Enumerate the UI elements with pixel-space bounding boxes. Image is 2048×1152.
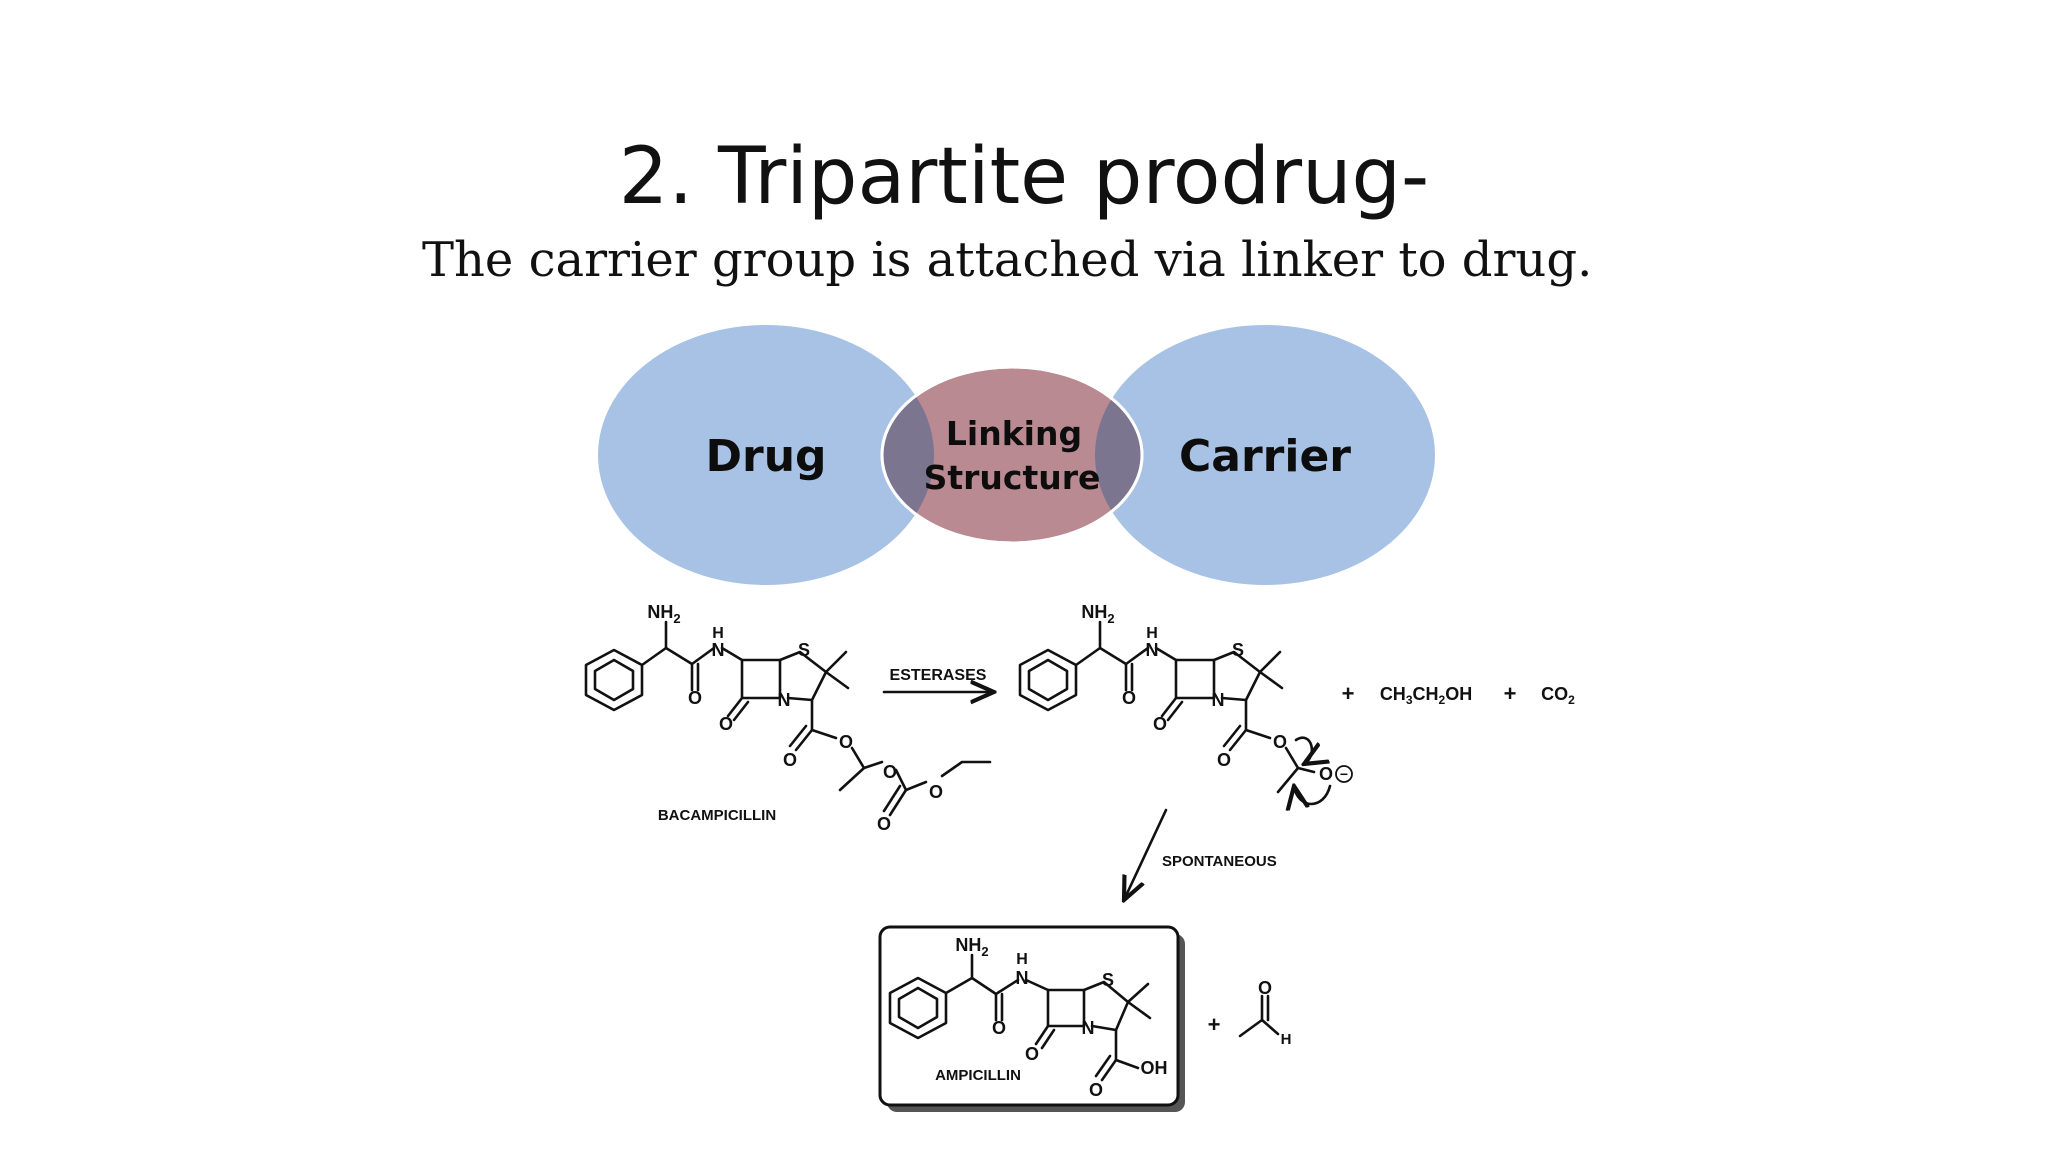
co2: CO2 [1541,684,1575,707]
intermediate-structure: NH2 H N O S N O O O O − + CH3CH2OH + CO2 [1018,602,1575,804]
amp-nh2: NH2 [955,935,988,959]
bacampicillin-structure: NH2 H N O S N O O O O O O BACAMPICILLIN [584,602,992,834]
ampicillin-box: NH2 H N O S N O O OH AMPICILLIN [878,925,1185,1112]
int-negative-charge: − [1340,766,1348,782]
drug-ellipse [598,325,934,585]
linker-outline [880,365,1144,545]
int-nh2: NH2 [1081,602,1114,626]
bacampicillin-label: BACAMPICILLIN [658,807,776,824]
int-o-lactam: O [1153,714,1167,734]
acetaldehyde-structure: + O H [1208,978,1292,1048]
amp-h: H [1016,951,1028,968]
plus-2: + [1504,681,1517,706]
amp-o-lactam: O [1025,1044,1039,1064]
amp-o-acid: O [1089,1080,1103,1100]
int-n-ring: N [1212,690,1225,710]
linker-label-line1: Linking [946,414,1082,453]
bac-n-amide: N [712,640,725,660]
spontaneous-label: SPONTANEOUS [1162,853,1277,870]
int-o-anion: O [1319,764,1333,784]
ethanol: CH3CH2OH [1380,684,1472,707]
box-frame [878,925,1180,1107]
bac-nh2: NH2 [647,602,680,626]
bac-o-amide: O [688,688,702,708]
spontaneous-arrow: SPONTANEOUS [1124,808,1277,900]
int-o-ester1: O [1217,750,1231,770]
carrier-label: Carrier [1179,431,1351,482]
ampicillin-label: AMPICILLIN [935,1067,1021,1084]
drug-label: Drug [705,431,826,482]
amp-s: S [1102,970,1114,990]
plus-1: + [1342,681,1355,706]
linker-label-line2: Structure [924,458,1101,497]
bac-o-ester3: O [883,762,897,782]
int-o-amide: O [1122,688,1136,708]
slide-subtitle: The carrier group is attached via linker… [422,232,1593,288]
tripartite-diagram: Drug Linking Structure Carrier [598,325,1435,585]
amp-oh: OH [1141,1058,1168,1078]
bac-o-ether: O [929,782,943,802]
int-h: H [1146,625,1158,642]
plus-3: + [1208,1012,1221,1037]
bac-o-lactam: O [719,714,733,734]
bac-n-ring: N [778,690,791,710]
esterases-label: ESTERASES [890,667,987,684]
bac-o-carbonate: O [877,814,891,834]
bac-o-ester1: O [783,750,797,770]
amp-o-amide: O [992,1018,1006,1038]
aldehyde-h: H [1281,1031,1292,1048]
bac-s: S [798,640,810,660]
int-n-amide: N [1146,640,1159,660]
bac-o-ester2: O [839,732,853,752]
carrier-ellipse [1095,325,1435,585]
amp-n-amide: N [1016,968,1029,988]
aldehyde-o: O [1258,978,1272,998]
slide-title: 2. Tripartite prodrug- [618,132,1430,222]
int-o-ester2: O [1273,732,1287,752]
esterases-arrow: ESTERASES [882,667,994,692]
int-s: S [1232,640,1244,660]
amp-n-ring: N [1082,1018,1095,1038]
bac-h: H [712,625,724,642]
